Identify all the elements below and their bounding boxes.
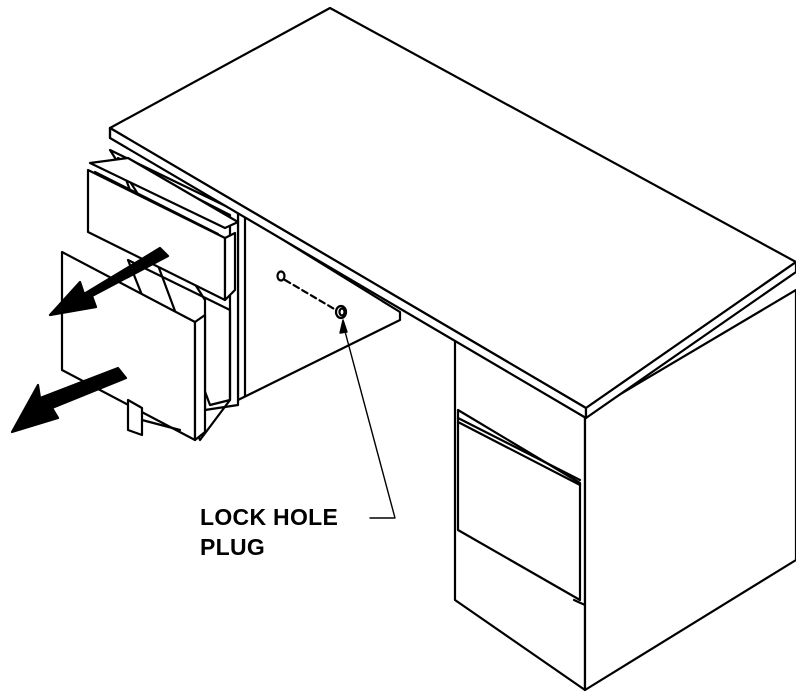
lock-hole-icon: [276, 270, 286, 282]
desktop-top: [108, 6, 796, 420]
leader-line: [339, 319, 396, 519]
drawer-pull-arrow-icon: [48, 246, 170, 317]
callout-label-line-1: LOCK HOLE: [200, 504, 339, 530]
lower-drawer: [60, 250, 232, 442]
alignment-dashed-line: [283, 278, 338, 312]
right-pedestal: [453, 288, 796, 692]
plug-icon: [334, 304, 348, 320]
upper-drawer: [86, 156, 240, 302]
drawer-pull-arrow-icon: [10, 366, 128, 434]
callout-label-line-2: PLUG: [200, 534, 266, 560]
